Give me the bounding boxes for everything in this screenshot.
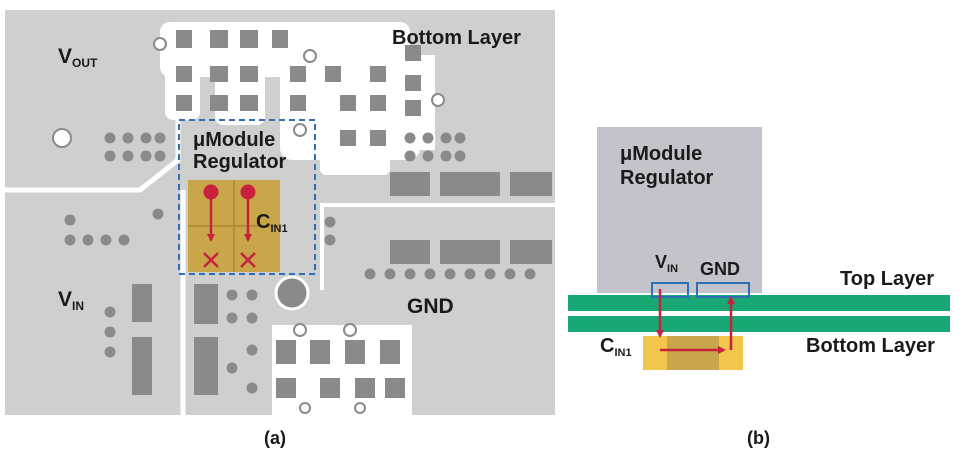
- caption-a: (a): [264, 428, 286, 448]
- current-path-arrows: [203, 184, 256, 268]
- module-label-a-line2: Regulator: [193, 151, 287, 173]
- caption-b: (b): [747, 428, 770, 448]
- bottom-layer-copper: [568, 316, 950, 332]
- module-outline-dashed: [178, 119, 316, 275]
- bottom-routing-area: [272, 323, 412, 415]
- bottom-layer-label-b: Bottom Layer: [806, 335, 935, 357]
- large-via: [274, 275, 310, 311]
- vin-label-b: VIN: [655, 252, 678, 275]
- via-cluster: [64, 132, 536, 394]
- bottom-layer-label-a: Bottom Layer: [392, 27, 521, 49]
- gnd-pin-outline: [696, 282, 750, 298]
- vin-pin-outline: [651, 282, 689, 298]
- module-label-b-line2: Regulator: [620, 167, 714, 189]
- top-layer-label: Top Layer: [840, 268, 934, 290]
- module-label-a-line1: μModule: [193, 129, 275, 151]
- gnd-label-a: GND: [407, 295, 454, 318]
- cin1-capacitor-body: [667, 336, 719, 370]
- current-loop-arrows: [656, 289, 735, 354]
- gnd-label-b: GND: [700, 259, 740, 279]
- mounting-hole: [52, 128, 72, 148]
- vin-label-a: VIN: [58, 288, 84, 313]
- routing-vias: [153, 37, 445, 137]
- top-layer-copper: [568, 295, 950, 311]
- cin1-label-a: CIN1: [256, 211, 288, 235]
- module-label-b-line1: μModule: [620, 143, 702, 165]
- component-pads: [132, 172, 552, 395]
- panel-b-cross-section: μModule Regulator VIN GND Top Layer Bott…: [568, 127, 950, 448]
- module-body: [597, 127, 762, 293]
- cin1-label-b: CIN1: [600, 335, 632, 359]
- routing-pads: [176, 30, 421, 146]
- cin1-gold-pads: [188, 180, 280, 272]
- vout-label: VOUT: [58, 45, 98, 70]
- panel-a-pcb: VOUT Bottom Layer μModule Regulator CIN1…: [5, 10, 555, 448]
